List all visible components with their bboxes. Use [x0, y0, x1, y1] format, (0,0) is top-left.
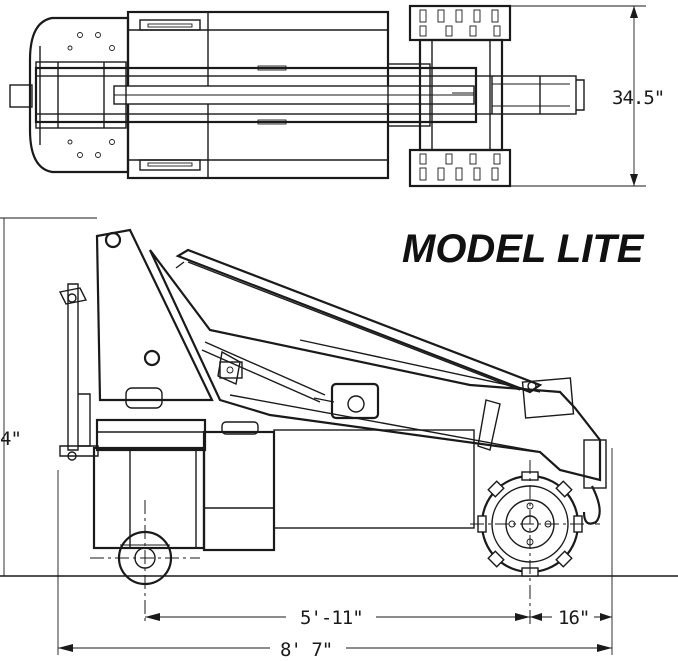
rear-counterweight-outline — [28, 16, 130, 174]
rear-wheel-right — [139, 159, 201, 171]
control-box — [330, 382, 380, 420]
bolt-holes — [67, 32, 115, 158]
boom-body — [149, 249, 602, 482]
width-dimension — [510, 5, 646, 187]
tire-treads — [419, 9, 501, 181]
rear-wheel-left — [139, 19, 201, 31]
hook-block — [583, 439, 607, 489]
model-title: MODEL LITE — [402, 227, 645, 271]
battery-box — [202, 430, 276, 552]
side-view: 4" 5'-11" 16" 8' 7" — [0, 217, 678, 661]
counterweight-step — [95, 418, 207, 452]
front-jib — [475, 75, 577, 115]
handle-post — [67, 283, 79, 451]
overall-length-label: 8' 7" — [280, 639, 332, 661]
top-view: 34.5" — [9, 4, 665, 188]
lift-hook — [582, 485, 601, 525]
overall-length-dimension — [58, 644, 612, 652]
chassis-side — [273, 429, 475, 529]
rear-hitch — [9, 84, 33, 108]
overhang-label: 16" — [558, 607, 589, 629]
wheelbase-label: 5'-11" — [300, 607, 363, 629]
width-label: 34.5" — [612, 87, 664, 109]
front-tire-right — [408, 148, 512, 188]
front-tire-left — [408, 4, 512, 42]
boom-side — [175, 248, 543, 394]
tower-window — [125, 387, 163, 409]
hydraulic-fitting — [219, 361, 243, 379]
overhang-dimension — [530, 613, 612, 621]
wheelbase-dimension — [145, 613, 530, 621]
height-label: 4" — [0, 428, 21, 450]
boom-rear-bracket — [35, 61, 127, 129]
tower — [95, 228, 214, 402]
boom-head-bracket — [521, 377, 575, 419]
